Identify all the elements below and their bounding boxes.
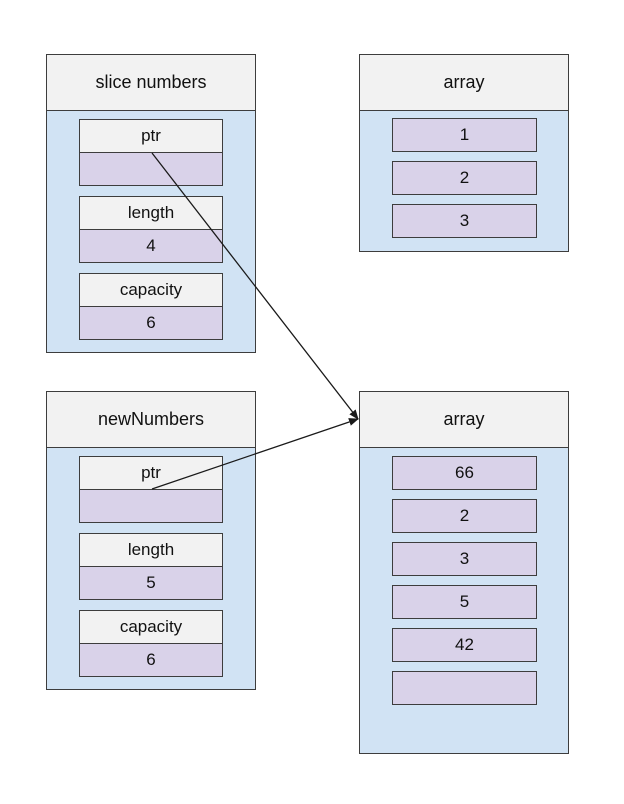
- array-bottom-item: [392, 671, 537, 705]
- array-top-item: 1: [392, 118, 537, 152]
- array-bottom-title: array: [360, 392, 568, 448]
- new-numbers-length-value: 5: [79, 566, 223, 600]
- new-numbers-length-label: length: [79, 533, 223, 567]
- array-top-item: 3: [392, 204, 537, 238]
- slice-numbers-ptr-value: [79, 152, 223, 186]
- new-numbers-ptr-value: [79, 489, 223, 523]
- slice-numbers-capacity-value: 6: [79, 306, 223, 340]
- new-numbers-title: newNumbers: [47, 392, 255, 448]
- array-bottom-item: 42: [392, 628, 537, 662]
- slice-numbers-capacity-label: capacity: [79, 273, 223, 307]
- new-numbers-box: newNumbers ptr length 5 capacity 6: [46, 391, 256, 690]
- array-top-item: 2: [392, 161, 537, 195]
- array-bottom-item: 2: [392, 499, 537, 533]
- slice-numbers-length-value: 4: [79, 229, 223, 263]
- slice-numbers-title: slice numbers: [47, 55, 255, 111]
- array-bottom-item: 5: [392, 585, 537, 619]
- array-top-box: array 1 2 3: [359, 54, 569, 252]
- array-top-title: array: [360, 55, 568, 111]
- array-bottom-item: 3: [392, 542, 537, 576]
- array-bottom-box: array 66 2 3 5 42: [359, 391, 569, 754]
- new-numbers-capacity-value: 6: [79, 643, 223, 677]
- array-bottom-item: 66: [392, 456, 537, 490]
- new-numbers-ptr-label: ptr: [79, 456, 223, 490]
- new-numbers-capacity-label: capacity: [79, 610, 223, 644]
- slice-numbers-length-label: length: [79, 196, 223, 230]
- slice-numbers-ptr-label: ptr: [79, 119, 223, 153]
- slice-numbers-box: slice numbers ptr length 4 capacity 6: [46, 54, 256, 353]
